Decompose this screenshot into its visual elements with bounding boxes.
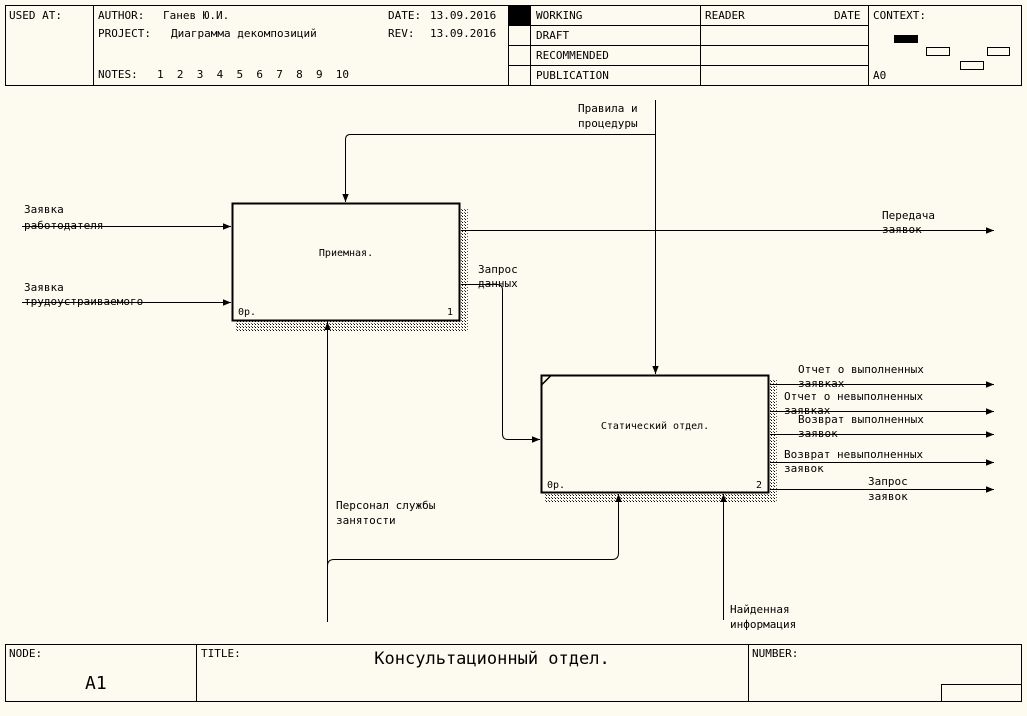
label-return-done-1: Возврат выполненных (798, 413, 924, 426)
number-label: NUMBER: (752, 647, 798, 660)
arrow-personnel-to-box2[interactable] (327, 494, 622, 567)
label-personnel-1: Персонал службы (336, 499, 436, 512)
diagram-title: Консультационный отдел. (374, 649, 609, 669)
activity-box-2[interactable]: Статический отдел. 0р. 2 (540, 374, 778, 504)
rev-value: 13.09.2016 (430, 27, 496, 40)
project-label: PROJECT: (98, 27, 151, 40)
date-label: DATE: (388, 9, 421, 22)
box-2-cost: 0р. (547, 480, 565, 491)
label-data-request-2: данных (478, 277, 518, 290)
arrow-data-request[interactable] (461, 284, 540, 443)
label-employer-2: работодателя (24, 219, 103, 232)
label-transfer-2: заявок (882, 223, 922, 236)
author-value: Ганев Ю.И. (163, 9, 229, 22)
rev-label: REV: (388, 27, 415, 40)
label-personnel-2: занятости (336, 514, 396, 527)
label-report-done-2: заявках (798, 377, 845, 390)
box-1-title: Приемная. (319, 248, 373, 259)
label-return-not-done-2: заявок (784, 462, 824, 475)
context-node: A0 (873, 69, 886, 82)
reader-label: READER (705, 9, 745, 22)
label-employer-1: Заявка (24, 203, 64, 216)
label-found-info-2: информация (730, 618, 796, 631)
project-value: Диаграмма декомпозиций (171, 27, 317, 40)
used-at-label: USED AT: (9, 9, 62, 22)
label-jobseeker-1: Заявка (24, 281, 64, 294)
label-request-out-2: заявок (868, 490, 908, 503)
status-recommended: RECOMMENDED (536, 49, 609, 62)
label-jobseeker-2: трудоустраиваемого (24, 295, 143, 308)
status-publication: PUBLICATION (536, 69, 609, 82)
label-data-request-1: Запрос (478, 263, 518, 276)
activity-box-1[interactable]: Приемная. 0р. 1 (231, 202, 469, 332)
label-request-out-1: Запрос (868, 475, 908, 488)
box-2-title: Статический отдел. (601, 420, 709, 432)
context-thumbnail (894, 35, 1010, 70)
label-return-not-done-1: Возврат невыполненных (784, 448, 923, 461)
context-label: CONTEXT: (873, 9, 926, 22)
title-label: TITLE: (201, 647, 241, 660)
node-label: NODE: (9, 647, 42, 660)
box-2-number: 2 (756, 480, 762, 491)
label-found-info-1: Найденная (730, 603, 790, 616)
node-value: A1 (85, 673, 107, 694)
reader-date-label: DATE (834, 9, 861, 22)
label-report-done-1: Отчет о выполненных (798, 363, 924, 376)
status-working: WORKING (536, 9, 582, 22)
box-1-number: 1 (447, 307, 453, 318)
label-rules-2: процедуры (578, 117, 638, 130)
author-label: AUTHOR: (98, 9, 144, 22)
working-status-marker (509, 6, 530, 25)
footer-frame (5, 644, 1022, 702)
arrow-rules-to-box1[interactable] (342, 134, 656, 203)
label-rules-1: Правила и (578, 102, 638, 115)
notes-label: NOTES: (98, 68, 138, 81)
status-draft: DRAFT (536, 29, 569, 42)
label-report-not-done-2: заявках (784, 404, 831, 417)
box-1-cost: 0р. (238, 307, 256, 318)
header-frame (5, 5, 1022, 86)
label-return-done-2: заявок (798, 427, 838, 440)
label-report-not-done-1: Отчет о невыполненных (784, 390, 923, 403)
notes-numbers: 1 2 3 4 5 6 7 8 9 10 (157, 68, 349, 81)
date-value: 13.09.2016 (430, 9, 496, 22)
label-transfer-1: Передача (882, 209, 935, 222)
